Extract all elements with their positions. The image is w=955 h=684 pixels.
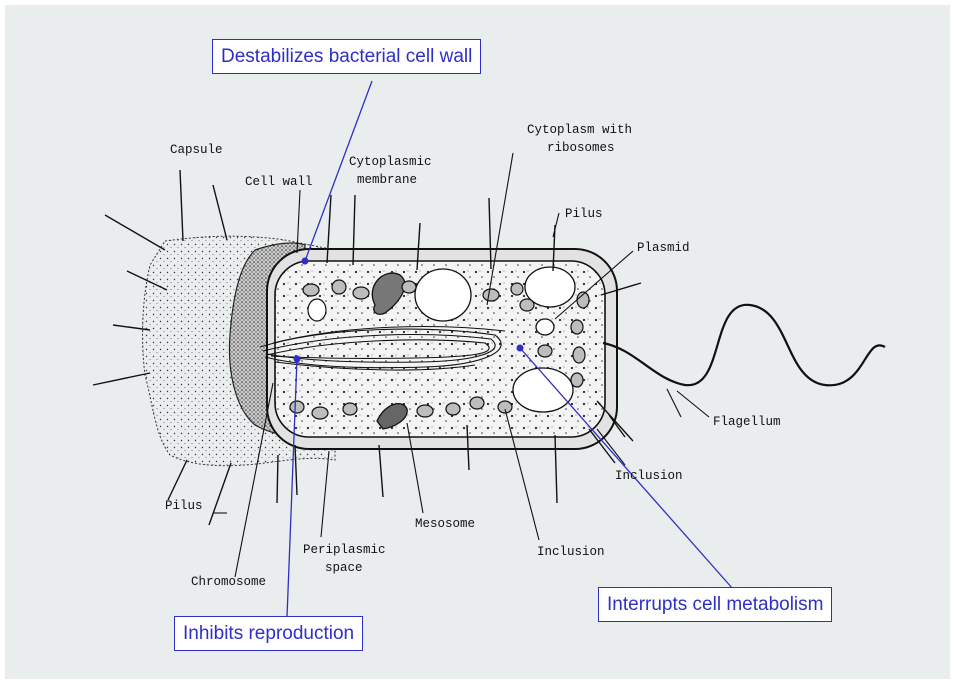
bacterial-cell-diagram: Capsule Cell wall Cytoplasmic membrane C… [5,5,950,679]
label-pilus-bottom: Pilus [165,499,203,513]
label-inclusion-bottom: Inclusion [537,545,605,559]
callout-cell-wall: Destabilizes bacterial cell wall [212,39,481,74]
label-chromosome: Chromosome [191,575,266,589]
label-mesosome: Mesosome [415,517,475,531]
label-cytoplasmic-membrane-line2: membrane [357,173,417,187]
label-plasmid: Plasmid [637,241,690,255]
label-periplasmic-line1: Periplasmic [303,543,386,557]
label-pilus-top: Pilus [565,207,603,221]
label-capsule: Capsule [170,143,223,157]
label-cytoplasm-line2: ribosomes [547,141,615,155]
plasmid-shape [536,319,554,335]
callout-metabolism: Interrupts cell metabolism [598,587,832,622]
vacuole [415,269,471,321]
label-inclusion-right: Inclusion [615,469,683,483]
diagram-frame: Capsule Cell wall Cytoplasmic membrane C… [5,5,950,679]
flagellum-shape [603,305,885,386]
label-cell-wall: Cell wall [245,175,313,189]
label-cytoplasm-line1: Cytoplasm with [527,123,632,137]
label-flagellum: Flagellum [713,415,781,429]
label-cytoplasmic-membrane-line1: Cytoplasmic [349,155,432,169]
label-periplasmic-line2: space [325,561,363,575]
callout-reproduction: Inhibits reproduction [174,616,363,651]
